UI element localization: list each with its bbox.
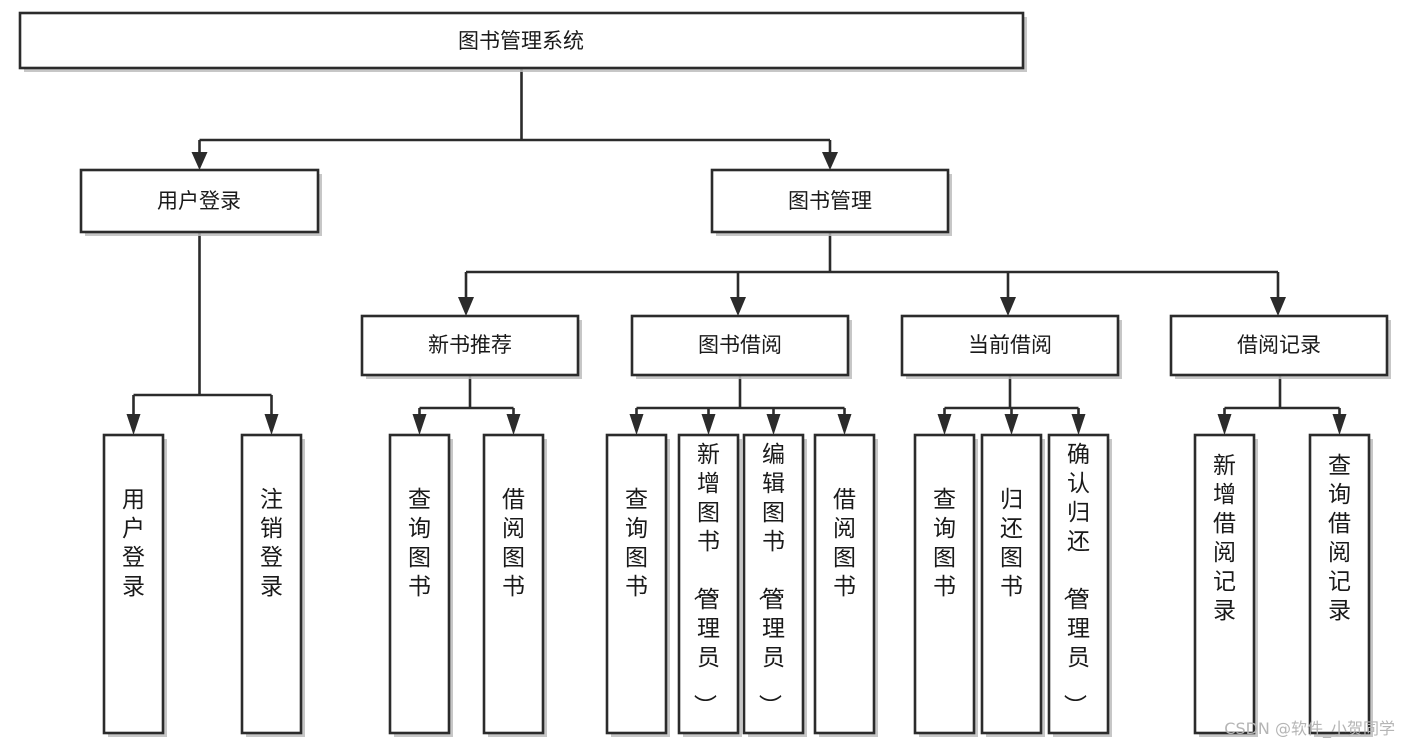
arrowhead-leaf-query-borrow-record xyxy=(1332,414,1347,435)
node-leaf-add-borrow-record[interactable]: 新增借阅记录 xyxy=(1193,433,1258,737)
node-leaf-user-login-label: 用户登录 xyxy=(122,487,145,600)
node-leaf-add-borrow-record-label: 新增借阅记录 xyxy=(1213,453,1236,624)
node-leaf-query-borrow-record-rect xyxy=(1308,433,1371,735)
arrowhead-leaf-add-book-admin xyxy=(701,414,716,435)
node-leaf-borrow-book-recommend-rect xyxy=(482,433,545,735)
node-new-book-recommend-label: 新书推荐 xyxy=(428,333,512,357)
arrowhead-leaf-borrow-book xyxy=(837,414,852,435)
arrowhead-leaf-user-logout xyxy=(264,414,279,435)
node-leaf-query-book-current-label: 查询图书 xyxy=(933,487,956,600)
arrowhead-book-borrow xyxy=(730,297,746,316)
arrowhead-leaf-edit-book-admin xyxy=(766,414,781,435)
arrowhead-leaf-confirm-return-admin xyxy=(1071,414,1086,435)
node-leaf-borrow-book-rect xyxy=(813,433,876,735)
leaf-nodes: 用户登录 注销登录 查询图书 借阅图书 查询图书 新增图书（管理员） xyxy=(102,433,1373,737)
arrowhead-leaf-query-book xyxy=(629,414,644,435)
arrowhead-leaf-return-book xyxy=(1004,414,1019,435)
node-leaf-query-book[interactable]: 查询图书 xyxy=(605,433,670,737)
node-current-borrow-label: 当前借阅 xyxy=(968,333,1052,357)
node-leaf-query-book-current[interactable]: 查询图书 xyxy=(913,433,978,737)
node-user-login-label: 用户登录 xyxy=(157,189,241,213)
node-borrow-record[interactable]: 借阅记录 xyxy=(1169,314,1391,379)
arrowhead-book-manage xyxy=(822,152,838,170)
node-leaf-add-book-admin-label: 新增图书（管理员） xyxy=(691,442,720,717)
node-leaf-return-book[interactable]: 归还图书 xyxy=(980,433,1045,737)
node-leaf-edit-book-admin-label: 编辑图书（管理员） xyxy=(756,442,785,717)
node-current-borrow-rect xyxy=(900,314,1120,377)
node-leaf-query-borrow-record-label: 查询借阅记录 xyxy=(1328,453,1351,624)
node-borrow-record-rect xyxy=(1169,314,1389,377)
node-leaf-user-logout-rect xyxy=(240,433,303,735)
node-leaf-edit-book-admin[interactable]: 编辑图书（管理员） xyxy=(742,433,807,737)
node-leaf-add-book-admin[interactable]: 新增图书（管理员） xyxy=(677,433,742,737)
node-leaf-return-book-rect xyxy=(980,433,1043,735)
node-leaf-user-logout[interactable]: 注销登录 xyxy=(240,433,305,737)
node-leaf-query-book-recommend[interactable]: 查询图书 xyxy=(388,433,453,737)
node-root-label: 图书管理系统 xyxy=(458,29,584,53)
node-new-book-recommend[interactable]: 新书推荐 xyxy=(360,314,582,379)
node-root[interactable]: 图书管理系统 xyxy=(18,11,1027,72)
node-leaf-query-book-rect xyxy=(605,433,668,735)
node-leaf-borrow-book-recommend[interactable]: 借阅图书 xyxy=(482,433,547,737)
node-book-manage[interactable]: 图书管理 xyxy=(710,168,952,236)
arrowhead-borrow-record xyxy=(1270,297,1286,316)
node-book-borrow[interactable]: 图书借阅 xyxy=(630,314,852,379)
node-book-manage-label: 图书管理 xyxy=(788,189,872,213)
node-user-login[interactable]: 用户登录 xyxy=(79,168,322,236)
arrowhead-new-book-recommend xyxy=(458,297,474,316)
node-leaf-query-book-label: 查询图书 xyxy=(625,487,648,600)
arrowhead-leaf-borrow-book-recommend xyxy=(506,414,521,435)
node-leaf-add-borrow-record-rect xyxy=(1193,433,1256,735)
node-leaf-user-login-rect xyxy=(102,433,165,735)
node-leaf-confirm-return-admin-rect xyxy=(1047,433,1110,735)
node-leaf-confirm-return-admin-label: 确认归还（管理员） xyxy=(1061,442,1090,717)
node-leaf-user-logout-label: 注销登录 xyxy=(260,487,283,600)
node-leaf-confirm-return-admin[interactable]: 确认归还（管理员） xyxy=(1047,433,1112,737)
node-leaf-return-book-label: 归还图书 xyxy=(1000,487,1023,600)
node-leaf-add-book-admin-rect xyxy=(677,433,740,735)
node-book-manage-rect xyxy=(710,168,950,234)
node-new-book-recommend-rect xyxy=(360,314,580,377)
arrowhead-leaf-user-login xyxy=(126,414,141,435)
connector-layer xyxy=(126,68,1347,435)
arrowhead-current-borrow xyxy=(1000,297,1016,316)
node-leaf-query-book-recommend-rect xyxy=(388,433,451,735)
csdn-watermark: CSDN @软件_小贺同学 xyxy=(1224,719,1395,738)
arrowhead-leaf-query-book-current xyxy=(937,414,952,435)
node-borrow-record-label: 借阅记录 xyxy=(1237,333,1321,357)
arrowhead-user-login xyxy=(191,152,208,170)
arrowhead-leaf-add-borrow-record xyxy=(1217,414,1232,435)
node-book-borrow-rect xyxy=(630,314,850,377)
node-leaf-query-book-recommend-label: 查询图书 xyxy=(408,487,431,600)
node-leaf-borrow-book-recommend-label: 借阅图书 xyxy=(502,487,525,600)
node-leaf-edit-book-admin-rect xyxy=(742,433,805,735)
node-book-borrow-label: 图书借阅 xyxy=(698,333,782,357)
node-root-rect xyxy=(18,11,1025,70)
node-leaf-query-book-current-rect xyxy=(913,433,976,735)
arrowhead-leaf-query-book-recommend xyxy=(412,414,427,435)
node-leaf-query-borrow-record[interactable]: 查询借阅记录 xyxy=(1308,433,1373,737)
node-leaf-user-login[interactable]: 用户登录 xyxy=(102,433,167,737)
node-user-login-rect xyxy=(79,168,320,234)
node-leaf-borrow-book[interactable]: 借阅图书 xyxy=(813,433,878,737)
node-leaf-borrow-book-label: 借阅图书 xyxy=(833,487,856,600)
node-current-borrow[interactable]: 当前借阅 xyxy=(900,314,1122,379)
